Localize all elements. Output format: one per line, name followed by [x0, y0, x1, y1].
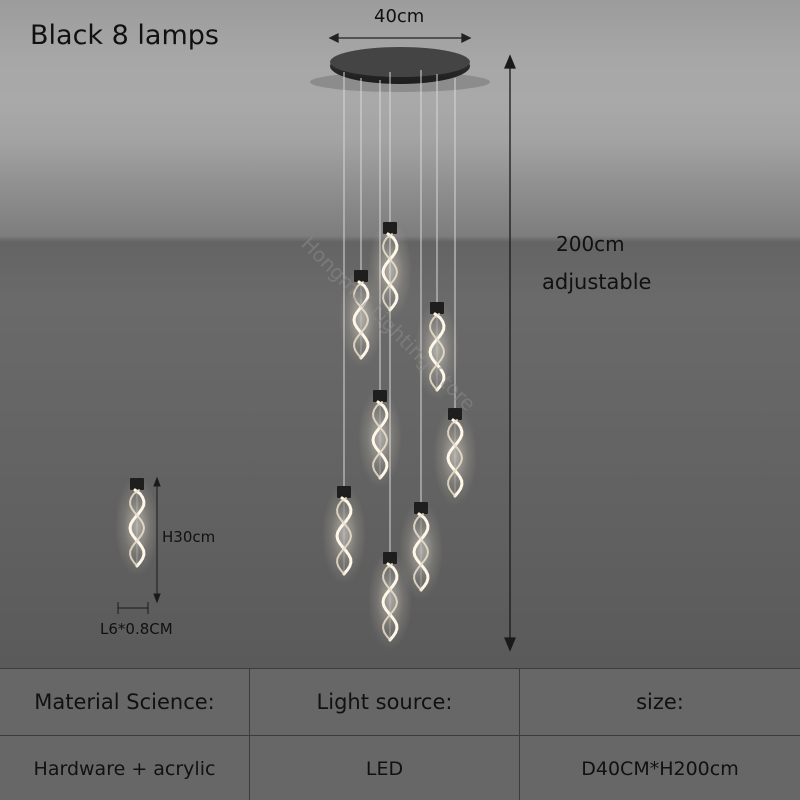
pendant-lamp	[433, 406, 477, 506]
pendant-lamp	[399, 500, 443, 600]
pendant-lamp	[415, 300, 459, 400]
pendants	[115, 220, 477, 650]
canopy-width-label: 40cm	[374, 6, 425, 27]
spec-value-light-source: LED	[250, 736, 520, 800]
height-dimension	[504, 54, 516, 652]
spec-value-size: D40CM*H200cm	[581, 757, 739, 780]
spec-header-light-source: Light source:	[250, 669, 520, 736]
pendant-lamp	[368, 220, 412, 320]
canopy-top	[330, 47, 470, 77]
height-label: 200cm	[556, 232, 625, 256]
pendant-lamp	[322, 484, 366, 584]
spec-header-size: size:	[520, 669, 800, 736]
spec-header-material: Material Science:	[0, 669, 250, 736]
product-image: Hongmei Lighting Store Black 8 lamps 40c…	[0, 0, 800, 668]
spec-value-material: Hardware + acrylic	[0, 736, 250, 800]
pendant-height-label: H30cm	[162, 528, 216, 546]
pendant-size-label: L6*0.8CM	[100, 620, 173, 638]
pendant-sample	[115, 476, 159, 576]
spec-table: Material Science: Light source: size: Ha…	[0, 668, 800, 800]
chandelier-illustration: Hongmei Lighting Store	[115, 32, 516, 652]
pendant-width-dimension	[117, 602, 149, 614]
canopy-width-dimension	[328, 32, 472, 44]
product-title: Black 8 lamps	[30, 20, 219, 51]
adjustable-label: adjustable	[542, 270, 652, 294]
pendant-height-dimension	[153, 476, 161, 604]
pendant-lamp	[358, 388, 402, 488]
pendant-lamp	[368, 550, 412, 650]
